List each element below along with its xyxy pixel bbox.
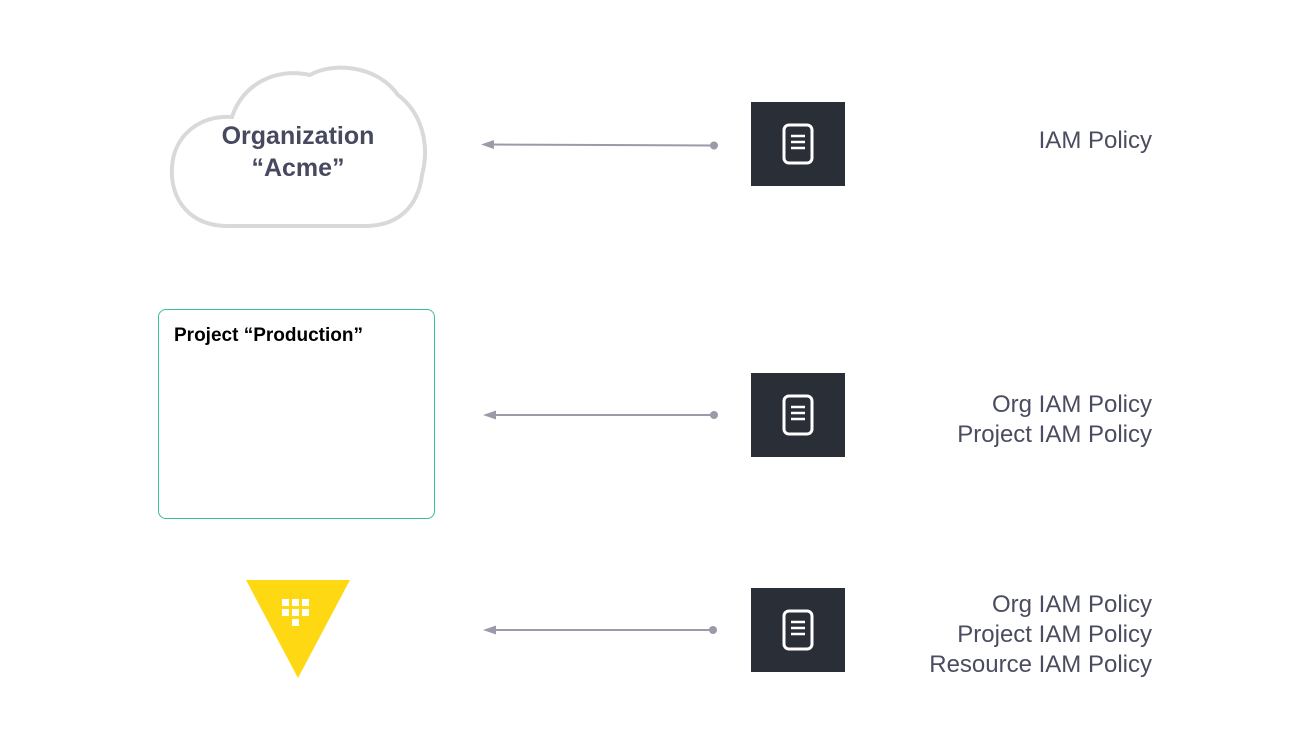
organization-label: Organization “Acme” <box>160 120 436 184</box>
project-label: Project “Production” <box>174 325 363 346</box>
arrow-left-icon <box>483 625 717 635</box>
policy-document-tile <box>751 588 845 672</box>
organization-cloud <box>169 65 427 228</box>
policy-item: Resource IAM Policy <box>929 651 1152 678</box>
policy-item: Project IAM Policy <box>957 421 1152 448</box>
policy-item: IAM Policy <box>1038 127 1152 154</box>
vault-icon <box>246 580 350 678</box>
resource-policy-list: Org IAM Policy Project IAM Policy Resour… <box>929 590 1152 680</box>
policy-item: Org IAM Policy <box>991 391 1152 418</box>
organization-id: “Acme” <box>251 154 345 182</box>
project-box <box>158 309 435 519</box>
organization-policy-list: IAM Policy <box>1039 126 1152 156</box>
project-policy-list: Org IAM Policy Project IAM Policy <box>957 390 1152 450</box>
arrow-left-icon <box>483 410 718 420</box>
organization-name: Organization <box>221 122 375 150</box>
policy-item: Org IAM Policy <box>991 591 1152 618</box>
document-icon <box>782 609 814 651</box>
policy-document-tile <box>751 102 845 186</box>
policy-document-tile <box>751 373 845 457</box>
document-icon <box>782 394 814 436</box>
arrow-left-icon <box>481 140 718 150</box>
document-icon <box>782 123 814 165</box>
policy-item: Project IAM Policy <box>957 621 1152 648</box>
